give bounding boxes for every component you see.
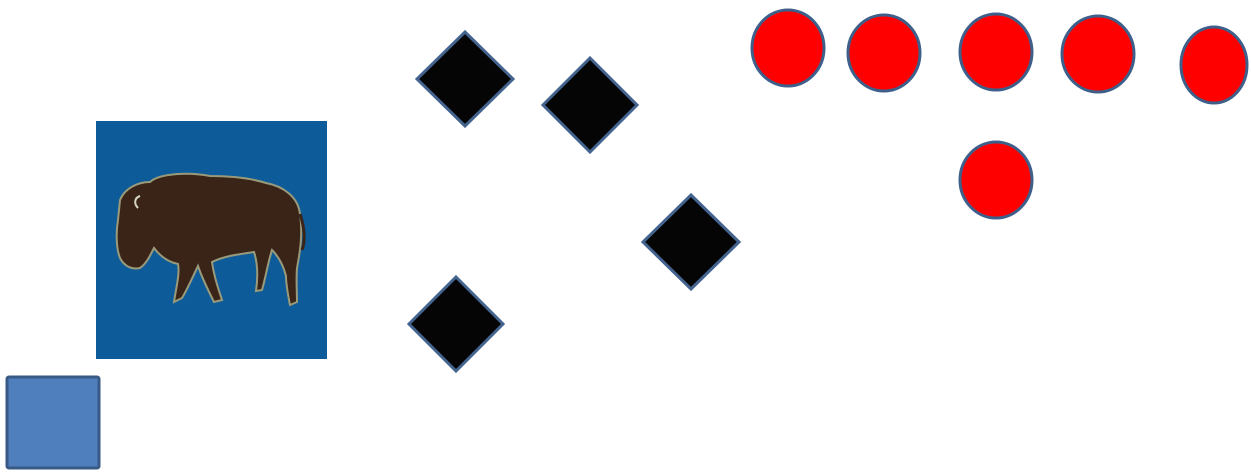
bison-picture [96,121,327,359]
blue-square [7,377,99,468]
circle [1062,16,1134,92]
circle-group [752,10,1247,218]
circle [752,10,824,86]
circle [848,15,920,91]
circle [960,142,1032,218]
circle [960,14,1032,90]
diamond [543,58,637,152]
diamond [643,195,739,289]
diamond-group [409,32,739,371]
diamond [409,277,503,371]
diamond [417,32,513,126]
circle [1181,27,1247,103]
